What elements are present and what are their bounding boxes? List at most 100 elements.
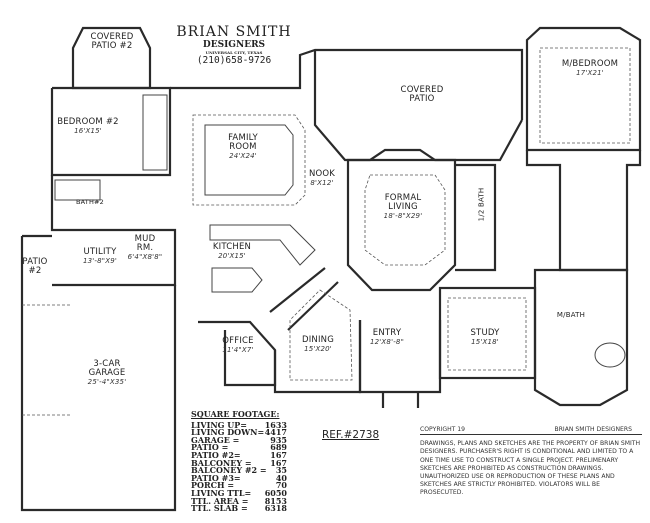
square-footage-row: BALCONEY = 167 <box>191 457 287 468</box>
room-name: STUDY <box>470 328 500 338</box>
room-dim: 13'-8"X9' <box>82 257 118 265</box>
kitchen-island <box>211 267 263 293</box>
room-name: M/BEDROOM <box>561 59 619 69</box>
room-name: LIVING <box>388 202 418 212</box>
designer-header: BRIAN SMITH DESIGNERS UNIVERSAL CITY, TE… <box>176 24 291 66</box>
room-name: KITCHEN <box>212 242 252 252</box>
room-name: PATIO <box>409 94 435 104</box>
room-name: BEDROOM #2 <box>57 117 119 127</box>
square-footage-row: GARAGE = 935 <box>191 434 287 445</box>
sqft-label: PATIO #3= <box>191 472 241 483</box>
square-footage-row: PATIO #3=40 <box>191 472 287 483</box>
sqft-label: BALCONEY #2 = <box>191 465 267 476</box>
room-dim: 17'X21' <box>576 69 604 77</box>
room-dim: 8'X12' <box>310 179 334 187</box>
bedroom-2-walls <box>50 86 172 177</box>
sqft-label: TTL. AREA = <box>191 495 249 506</box>
corridor-wall <box>269 267 326 313</box>
square-footage-row: PATIO = 689 <box>191 444 287 452</box>
square-footage-row: LIVING TTL=6050 <box>191 489 287 498</box>
company-name: BRIAN SMITH <box>176 24 292 40</box>
room-dim: 25'-4"X35' <box>87 378 127 386</box>
room-name: DINING <box>301 335 335 345</box>
sqft-value: 70 <box>275 480 287 491</box>
room-name: GARAGE <box>88 368 126 378</box>
sqft-value: 8153 <box>264 495 287 506</box>
family-room-tray <box>204 124 294 196</box>
covered-patio-walls <box>313 50 523 162</box>
square-footage-row: TTL. SLAB = 6318 <box>191 503 287 514</box>
sqft-value: 167 <box>270 457 287 468</box>
room-bath-2: BATH#2 <box>75 198 105 206</box>
main-house-walls <box>170 48 524 120</box>
bathtub <box>594 342 626 368</box>
reference-number: REF.#2738 <box>322 429 380 441</box>
room-name: RM. <box>136 243 154 253</box>
copyright-year: COPYRIGHT 19 <box>420 426 466 433</box>
room-half-bath: 1/2 BATH <box>477 187 486 222</box>
room-name: COVERED <box>90 32 134 42</box>
room-name: PATIO #2 <box>91 41 133 51</box>
tub <box>54 179 101 201</box>
room-dim: 18'-8"X29' <box>383 212 423 220</box>
room-name: OFFICE <box>222 336 254 346</box>
formal-living-walls <box>346 158 457 292</box>
square-footage-row: PORCH = 70 <box>191 482 287 490</box>
master-bedroom-ceiling <box>539 47 631 144</box>
square-footage-row: PATIO #2=167 <box>191 449 287 460</box>
room-dim: 15'X20' <box>304 345 332 353</box>
room-name: COVERED <box>400 85 444 95</box>
company-phone: (210)658-9726 <box>196 55 272 66</box>
master-bedroom-walls <box>525 26 642 152</box>
sqft-value: 6318 <box>264 503 287 514</box>
room-name: PATIO <box>22 257 48 267</box>
sqft-label: LIVING UP= <box>191 419 247 430</box>
square-footage-row: LIVING UP= 1633 <box>191 419 287 430</box>
half-bath-walls <box>455 163 497 272</box>
sqft-value: 167 <box>270 449 287 460</box>
sqft-label: PATIO = <box>191 442 229 453</box>
copyright-owner: BRIAN SMITH DESIGNERS <box>554 426 632 433</box>
room-dim: 20'X15' <box>218 252 246 260</box>
sqft-label: TTL. SLAB = <box>191 503 248 514</box>
room-name: 3-CAR <box>93 359 121 369</box>
sqft-value: 935 <box>270 434 287 445</box>
sqft-value: 1633 <box>264 419 287 430</box>
room-dim: 15'X18' <box>471 338 499 346</box>
room-name: ROOM <box>229 142 257 152</box>
room-patio-2: PATIO#2 <box>22 258 47 276</box>
company-city: UNIVERSAL CITY, TEXAS <box>205 50 263 55</box>
company-subtitle: DESIGNERS <box>202 40 266 50</box>
master-bath-walls <box>525 150 642 272</box>
sqft-label: GARAGE = <box>191 434 240 445</box>
stair <box>142 94 168 171</box>
garage-walls <box>20 236 177 512</box>
sqft-value: 4417 <box>264 427 287 438</box>
dining-ceiling <box>289 289 353 381</box>
room-dim: 24'X24' <box>229 152 257 160</box>
dining-walls <box>273 320 362 394</box>
sqft-value: 689 <box>270 442 287 453</box>
bath-utility-walls <box>50 175 177 287</box>
room-master-bath: M/BATH <box>556 311 586 319</box>
room-name: UTILITY <box>83 247 117 257</box>
room-dim: 11'4"X7' <box>222 346 254 354</box>
sqft-label: BALCONEY = <box>191 457 252 468</box>
room-name: NOOK <box>308 169 336 179</box>
room-dim: 12'X8'-8" <box>369 338 405 346</box>
sqft-label: PORCH = <box>191 480 235 491</box>
